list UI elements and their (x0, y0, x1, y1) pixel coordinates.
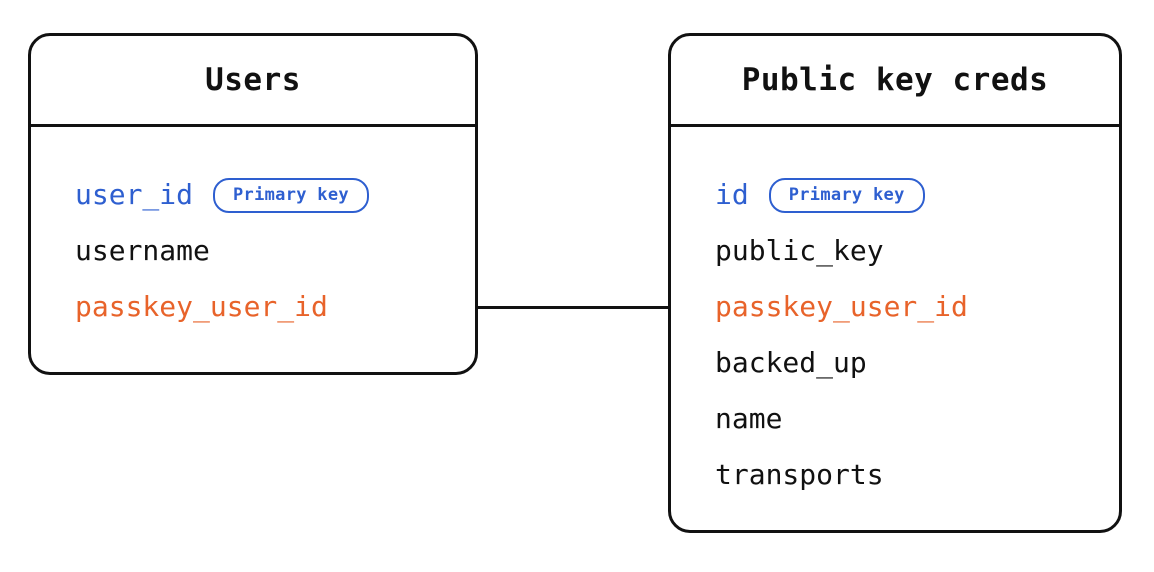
field-row[interactable]: passkey_user_id (715, 279, 1119, 335)
field-row[interactable]: username (75, 223, 475, 279)
field-name-id: id (715, 178, 749, 211)
entity-header-public-key-creds: Public key creds (671, 36, 1119, 127)
field-name-backed_up: backed_up (715, 346, 867, 379)
field-name-username: username (75, 234, 210, 267)
field-row[interactable]: public_key (715, 223, 1119, 279)
entity-title: Public key creds (741, 61, 1049, 98)
field-row[interactable]: user_id Primary key (75, 167, 475, 223)
field-name-passkey_user_id: passkey_user_id (715, 290, 968, 323)
primary-key-badge: Primary key (213, 177, 369, 213)
field-name-public_key: public_key (715, 234, 884, 267)
relationship-connector-users-to-creds (478, 306, 668, 309)
field-row[interactable]: backed_up (715, 335, 1119, 391)
entity-title: Users (205, 61, 301, 98)
field-row[interactable]: name (715, 391, 1119, 447)
primary-key-badge: Primary key (768, 177, 925, 213)
field-name-name: name (715, 402, 783, 435)
field-row[interactable]: passkey_user_id (75, 279, 475, 335)
field-row[interactable]: transports (715, 447, 1119, 503)
field-name-user_id: user_id (75, 178, 194, 211)
field-row[interactable]: id Primary key (715, 167, 1119, 223)
field-name-passkey_user_id: passkey_user_id (75, 290, 328, 323)
field-name-transports: transports (715, 458, 884, 491)
entity-header-users: Users (31, 36, 475, 127)
